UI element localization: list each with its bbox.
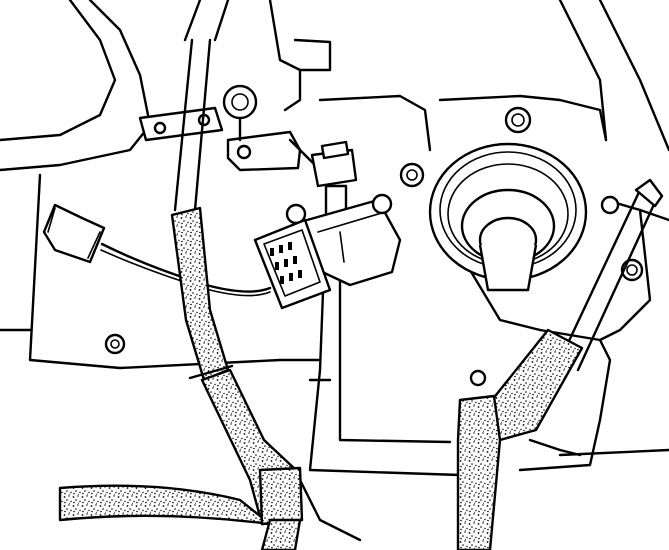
knock-sensor: [42, 203, 272, 297]
housing-bolt-left: [104, 333, 126, 355]
left-cable-sleeve: [170, 206, 230, 382]
bracket-nut: [222, 84, 258, 120]
mounting-bracket: [138, 84, 322, 172]
housing-stud: [469, 369, 487, 387]
right-control-cable: [456, 178, 664, 550]
vacuum-diaphragm: [428, 142, 588, 292]
wiring-connector: [253, 218, 332, 310]
position-sensor: [285, 140, 402, 287]
housing-bolt-top: [504, 106, 532, 134]
housing-bolt-center: [399, 162, 425, 188]
wiring-harness: [58, 466, 304, 550]
housing-bolt-right: [600, 195, 620, 215]
